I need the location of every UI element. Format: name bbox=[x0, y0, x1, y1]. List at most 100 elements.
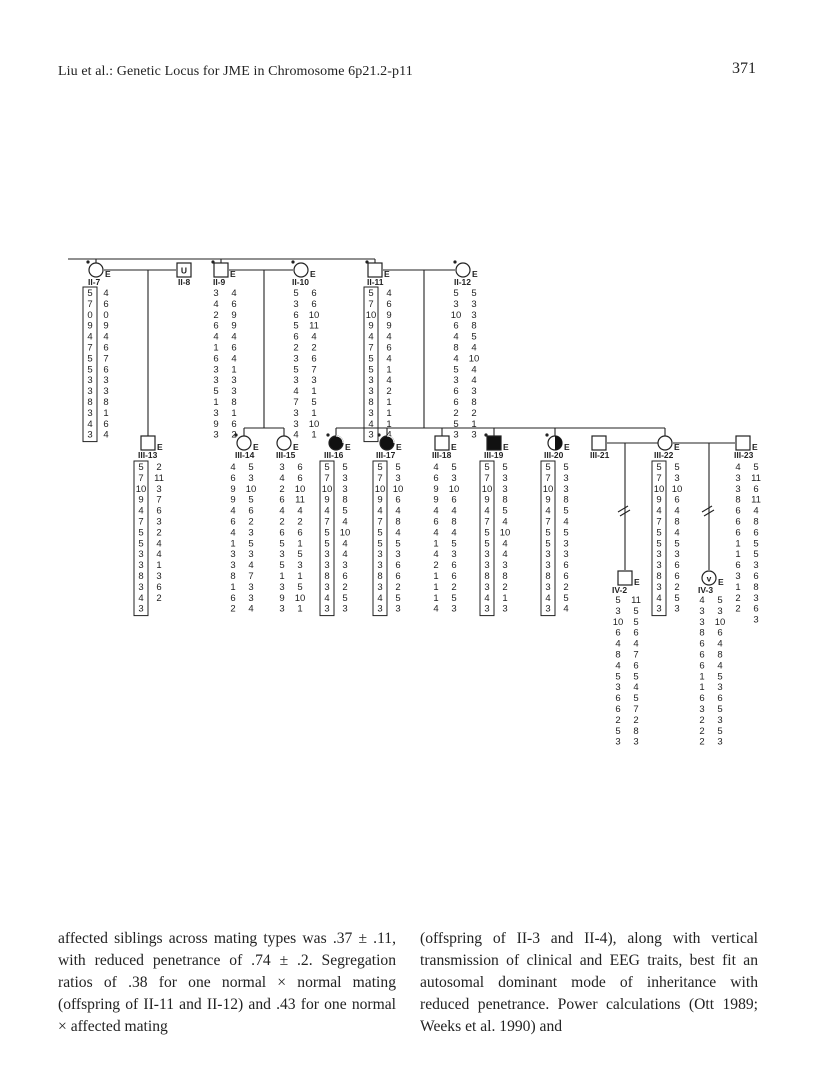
allele: 6 bbox=[103, 299, 108, 310]
allele: 5 bbox=[324, 538, 329, 549]
allele: 6 bbox=[342, 571, 347, 582]
allele: 8 bbox=[342, 495, 347, 506]
allele: 4 bbox=[433, 527, 438, 538]
allele: 4 bbox=[279, 473, 284, 484]
eeg-marker: E bbox=[157, 442, 163, 452]
allele: 4 bbox=[484, 593, 489, 604]
allele: 6 bbox=[674, 495, 679, 506]
eeg-marker: E bbox=[230, 269, 236, 279]
eeg-marker: E bbox=[674, 442, 680, 452]
allele: 3 bbox=[735, 571, 740, 582]
allele: 4 bbox=[633, 639, 638, 650]
allele: 4 bbox=[297, 506, 302, 517]
allele: 2 bbox=[451, 582, 456, 593]
allele: 5 bbox=[342, 506, 347, 517]
allele: 1 bbox=[699, 671, 704, 682]
allele: 2 bbox=[311, 343, 316, 354]
allele: 7 bbox=[293, 397, 298, 408]
allele: 2 bbox=[279, 484, 284, 495]
allele: 4 bbox=[231, 288, 236, 299]
allele: 1 bbox=[699, 682, 704, 693]
allele: 6 bbox=[451, 571, 456, 582]
allele: 7 bbox=[656, 473, 661, 484]
individual-label: III-21 bbox=[590, 450, 610, 460]
allele: 6 bbox=[103, 343, 108, 354]
proband-dot bbox=[377, 433, 381, 437]
allele: 4 bbox=[615, 639, 620, 650]
allele: 7 bbox=[633, 650, 638, 661]
allele: 5 bbox=[377, 527, 382, 538]
allele: 4 bbox=[735, 462, 740, 473]
allele: 7 bbox=[311, 364, 316, 375]
allele: 3 bbox=[502, 484, 507, 495]
allele: 4 bbox=[138, 593, 143, 604]
allele: 1 bbox=[103, 408, 108, 419]
allele: 6 bbox=[563, 571, 568, 582]
symbol-letter: v bbox=[707, 574, 712, 584]
allele: 3 bbox=[451, 549, 456, 560]
individual-label: III-16 bbox=[324, 450, 344, 460]
allele: 6 bbox=[293, 310, 298, 321]
allele: 5 bbox=[368, 353, 373, 364]
allele: 8 bbox=[451, 517, 456, 528]
allele: 6 bbox=[753, 571, 758, 582]
allele: 11 bbox=[751, 473, 761, 484]
allele: 6 bbox=[311, 353, 316, 364]
allele: 3 bbox=[699, 617, 704, 628]
allele: 6 bbox=[735, 527, 740, 538]
allele: 2 bbox=[433, 560, 438, 571]
allele: 8 bbox=[484, 571, 489, 582]
allele: 5 bbox=[293, 288, 298, 299]
allele: 4 bbox=[699, 595, 704, 606]
allele: 3 bbox=[279, 582, 284, 593]
allele: 4 bbox=[471, 343, 476, 354]
right-column: (offspring of II-3 and II-4), along with… bbox=[420, 928, 758, 1068]
running-head: Liu et al.: Genetic Locus for JME in Chr… bbox=[58, 64, 413, 79]
individual-label: III-15 bbox=[276, 450, 296, 460]
allele: 4 bbox=[386, 375, 391, 386]
allele: 5 bbox=[395, 538, 400, 549]
allele: 4 bbox=[615, 660, 620, 671]
allele: 3 bbox=[293, 353, 298, 364]
allele: 6 bbox=[395, 571, 400, 582]
eeg-marker: E bbox=[564, 442, 570, 452]
male-symbol bbox=[140, 435, 156, 451]
allele: 3 bbox=[368, 386, 373, 397]
allele: 3 bbox=[717, 606, 722, 617]
allele: 8 bbox=[324, 571, 329, 582]
allele: 1 bbox=[230, 538, 235, 549]
proband-dot bbox=[365, 260, 369, 264]
allele: 8 bbox=[502, 495, 507, 506]
allele: 4 bbox=[386, 332, 391, 343]
allele: 3 bbox=[377, 604, 382, 615]
allele: 5 bbox=[87, 353, 92, 364]
allele: 5 bbox=[615, 595, 620, 606]
allele: 8 bbox=[717, 650, 722, 661]
allele: 4 bbox=[502, 517, 507, 528]
individual-label: II-7 bbox=[88, 277, 101, 287]
allele: 4 bbox=[451, 506, 456, 517]
allele: 1 bbox=[471, 419, 476, 430]
allele: 7 bbox=[377, 473, 382, 484]
allele: 3 bbox=[395, 604, 400, 615]
allele: 3 bbox=[484, 604, 489, 615]
allele: 2 bbox=[213, 310, 218, 321]
allele: 1 bbox=[735, 538, 740, 549]
allele: 9 bbox=[324, 495, 329, 506]
allele: 3 bbox=[342, 560, 347, 571]
allele: 8 bbox=[656, 571, 661, 582]
allele: 5 bbox=[368, 364, 373, 375]
allele: 5 bbox=[753, 462, 758, 473]
allele: 6 bbox=[699, 639, 704, 650]
allele: 3 bbox=[545, 549, 550, 560]
allele: 2 bbox=[156, 527, 161, 538]
allele: 9 bbox=[386, 321, 391, 332]
allele: 3 bbox=[753, 615, 758, 626]
allele: 1 bbox=[311, 408, 316, 419]
allele: 3 bbox=[377, 560, 382, 571]
allele: 6 bbox=[735, 517, 740, 528]
